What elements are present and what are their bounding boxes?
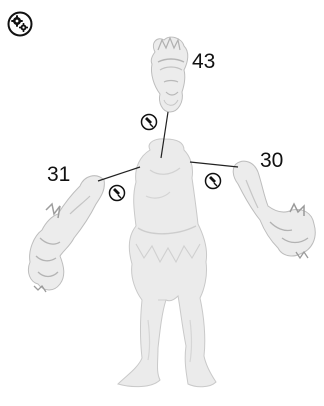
left-arm-nozzle-icon[interactable] <box>206 174 221 189</box>
left-arm-part[interactable] <box>233 161 315 258</box>
head-part[interactable] <box>151 37 188 112</box>
left-arm-connector-line <box>190 162 238 167</box>
head-part-number: 43 <box>192 51 215 72</box>
head-nozzle-icon[interactable] <box>142 115 157 130</box>
body-part[interactable] <box>118 139 216 387</box>
left-arm-part-number: 30 <box>260 150 283 171</box>
right-arm-nozzle-icon[interactable] <box>110 186 125 201</box>
right-arm-part-number: 31 <box>47 164 70 185</box>
right-arm-part[interactable] <box>28 176 104 292</box>
right-arm-connector-line <box>98 167 140 181</box>
